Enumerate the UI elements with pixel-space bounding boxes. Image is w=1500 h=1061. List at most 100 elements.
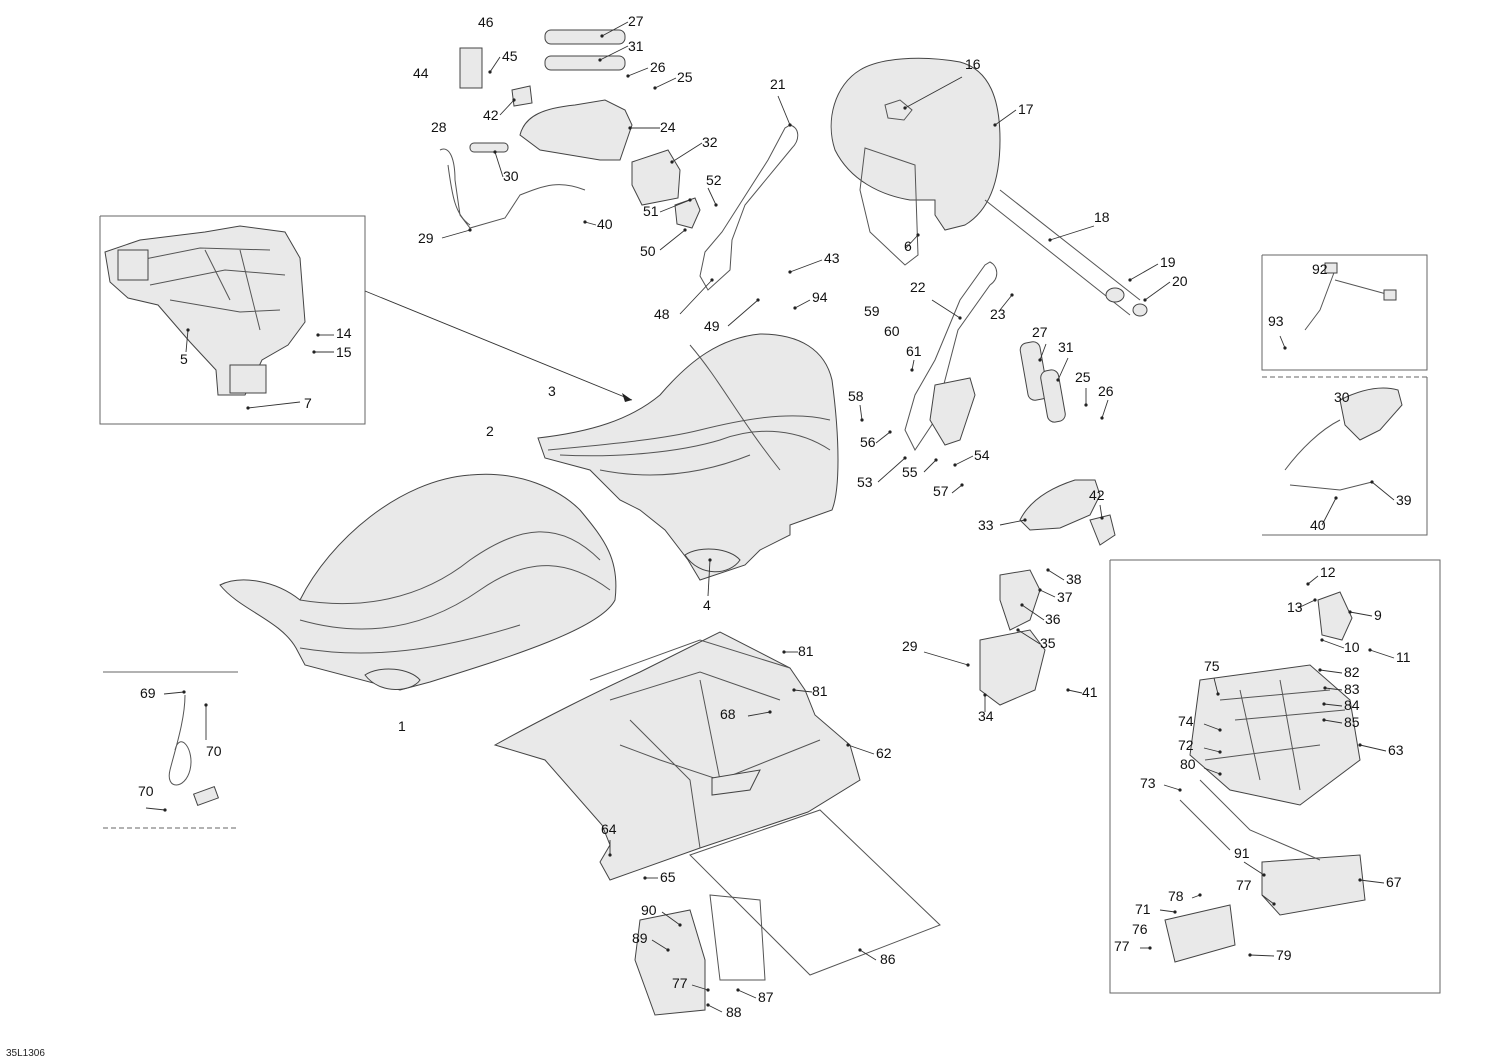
- callout-c25a: 25: [677, 69, 693, 85]
- callout-c10: 10: [1344, 639, 1360, 655]
- leader-c11: [1369, 649, 1395, 659]
- leader-c45: [489, 56, 501, 73]
- leader-end-c23: [1010, 293, 1014, 297]
- leader-end-c52: [714, 203, 718, 207]
- leader-c20: [1144, 281, 1171, 301]
- leader-c38: [1047, 569, 1065, 581]
- leader-end-c17: [993, 123, 997, 127]
- leader-end-c29a: [468, 228, 472, 232]
- callout-c19: 19: [1160, 254, 1176, 270]
- callout-c36: 36: [1045, 611, 1061, 627]
- inset-frame-seat-base: [99, 215, 366, 425]
- callout-c16: 16: [965, 56, 981, 72]
- leader-c81b: [793, 689, 813, 693]
- leader-c10: [1321, 639, 1345, 649]
- leader-end-c16: [903, 106, 907, 110]
- callout-c17: 17: [1018, 101, 1034, 117]
- leader-end-c7: [246, 406, 250, 410]
- callout-c12: 12: [1320, 564, 1336, 580]
- leader-end-c71: [1173, 910, 1177, 914]
- leader-c82: [1319, 669, 1343, 674]
- leader-end-c63: [1358, 743, 1362, 747]
- leader-c85: [1323, 719, 1343, 724]
- leader-c55: [923, 459, 937, 473]
- leader-end-c4: [708, 558, 712, 562]
- callout-c26b: 26: [1098, 383, 1114, 399]
- leader-lines: [145, 21, 1395, 1013]
- leader-end-c78: [1198, 893, 1202, 897]
- callout-c92: 92: [1312, 261, 1328, 277]
- leader-c83: [1324, 687, 1343, 691]
- leader-c75: [1213, 677, 1219, 695]
- inset-frames: [99, 215, 1441, 994]
- callout-c39: 39: [1396, 492, 1412, 508]
- callout-c38: 38: [1066, 571, 1082, 587]
- leader-end-c30a: [493, 150, 497, 154]
- callout-c81a: 81: [798, 643, 814, 659]
- callout-c4: 4: [703, 597, 711, 613]
- leader-end-c81b: [792, 688, 796, 692]
- leader-end-c68: [768, 710, 772, 714]
- leader-c13: [1297, 599, 1316, 609]
- callout-c51: 51: [643, 203, 659, 219]
- assembly-arrowhead: [622, 393, 632, 402]
- callout-c54: 54: [974, 447, 990, 463]
- leader-c40b: [1321, 497, 1337, 526]
- leader-end-c10: [1320, 638, 1324, 642]
- leader-c93: [1279, 335, 1286, 349]
- leader-c77b: [1261, 894, 1275, 905]
- callout-c85: 85: [1344, 714, 1360, 730]
- leader-end-c64: [608, 853, 612, 857]
- leader-end-c25b: [1084, 403, 1088, 407]
- callout-c74: 74: [1178, 713, 1194, 729]
- leader-c31b: [1057, 357, 1069, 381]
- doc-reference: 35L1306: [6, 1048, 45, 1059]
- leader-c63: [1359, 744, 1387, 752]
- leader-end-c82: [1318, 668, 1322, 672]
- leader-end-c13: [1313, 598, 1317, 602]
- leader-end-c36: [1020, 603, 1024, 607]
- leader-end-c86: [858, 948, 862, 952]
- leader-c16: [904, 76, 963, 109]
- callout-c13: 13: [1287, 599, 1303, 615]
- callout-c41: 41: [1082, 684, 1098, 700]
- leader-end-c69: [182, 690, 186, 694]
- assembly-arrow: [364, 290, 633, 401]
- leader-c23: [999, 294, 1013, 311]
- leader-end-c79: [1248, 953, 1252, 957]
- callout-c21: 21: [770, 76, 786, 92]
- callout-c29a: 29: [418, 230, 434, 246]
- callout-c91: 91: [1234, 845, 1250, 861]
- leader-c70b: [145, 807, 166, 811]
- leader-end-c57: [960, 483, 964, 487]
- callout-c35: 35: [1040, 635, 1056, 651]
- leader-end-c12: [1306, 582, 1310, 586]
- leader-end-c34: [983, 693, 987, 697]
- leader-c54: [954, 455, 974, 466]
- leader-c30a: [494, 151, 504, 178]
- callout-c1: 1: [398, 718, 406, 734]
- callout-c87: 87: [758, 989, 774, 1005]
- leader-c91: [1243, 861, 1265, 876]
- leader-end-c89: [666, 948, 670, 952]
- callout-c78: 78: [1168, 888, 1184, 904]
- leader-end-c31b: [1056, 378, 1060, 382]
- leader-c53: [877, 457, 906, 483]
- callout-c84: 84: [1344, 697, 1360, 713]
- callout-c50: 50: [640, 243, 656, 259]
- callout-c77a: 77: [672, 975, 688, 991]
- leader-end-c70b: [163, 808, 167, 812]
- leader-end-c45: [488, 70, 492, 74]
- leader-end-c35: [1016, 628, 1020, 632]
- leader-end-c27a: [600, 34, 604, 38]
- leader-end-c5: [186, 328, 190, 332]
- leader-end-c65: [643, 876, 647, 880]
- leader-end-c77a: [706, 988, 710, 992]
- leader-end-c73: [1178, 788, 1182, 792]
- leader-end-c18: [1048, 238, 1052, 242]
- leader-c40a: [584, 221, 597, 226]
- leader-end-c50: [683, 228, 687, 232]
- leader-c79: [1249, 954, 1275, 957]
- leader-end-c93: [1283, 346, 1287, 350]
- callout-c6: 6: [904, 238, 912, 254]
